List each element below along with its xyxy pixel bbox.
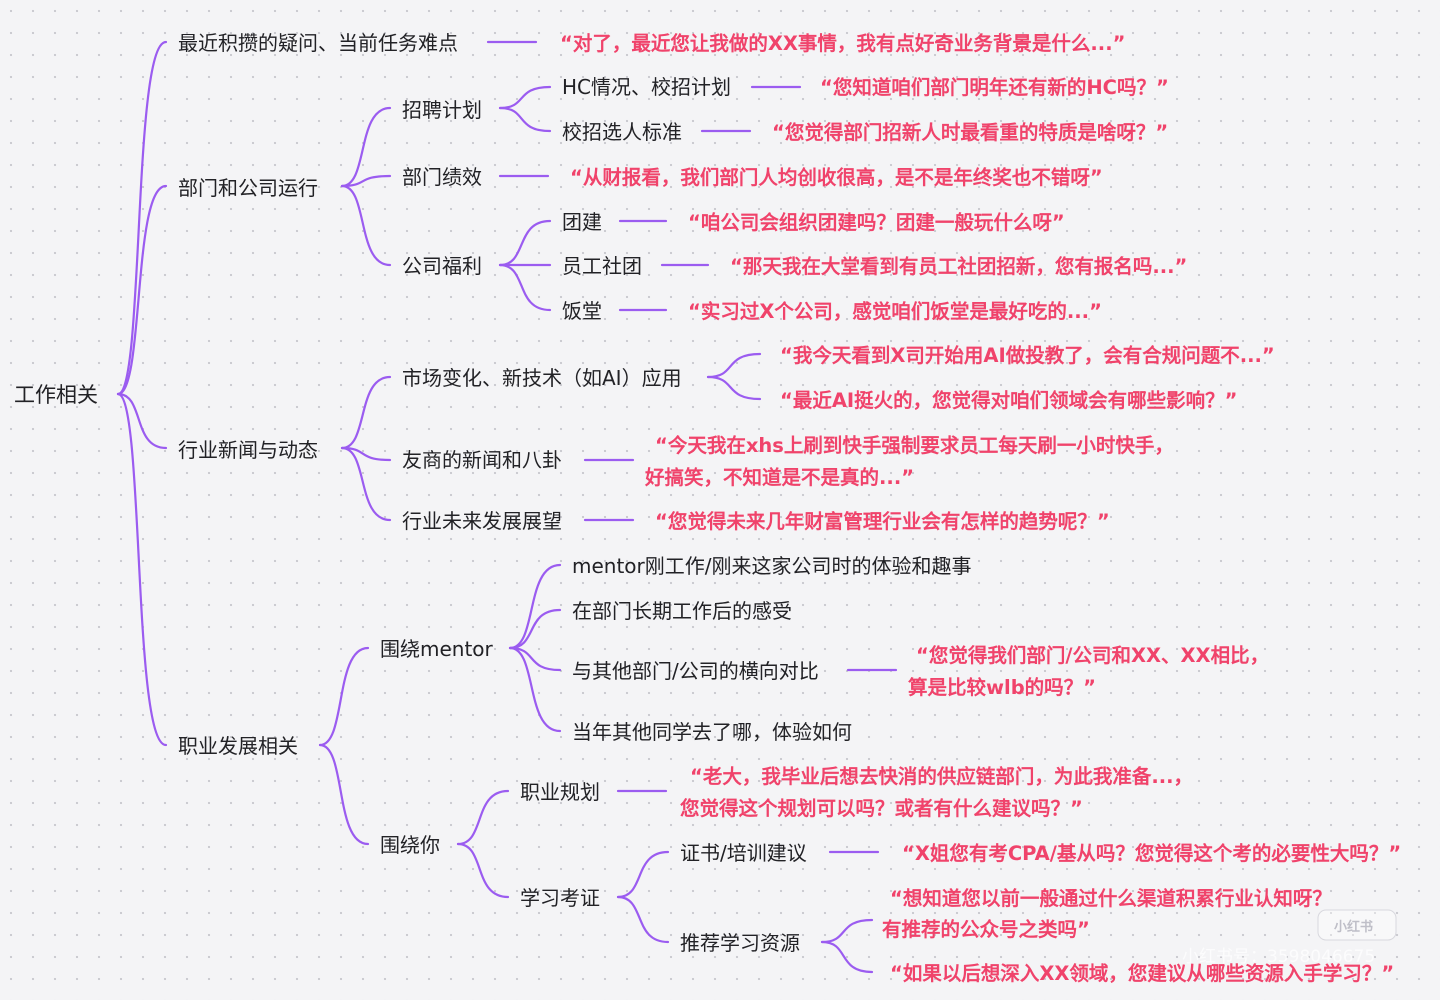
edge-industry-competitor [340,446,392,462]
quote-career-plan-line2: 您觉得这个规划可以吗？或者有什么建议吗？” [680,797,1083,820]
edge-you-study [456,842,510,899]
node-employee-clubs[interactable]: 员工社团 [562,254,642,278]
node-hiring-plan[interactable]: 招聘计划 [402,98,482,122]
node-around-mentor[interactable]: 围绕mentor [380,637,494,661]
quote-industry-trend: “您觉得未来几年财富管理行业会有怎样的趋势呢？” [655,510,1110,533]
edge-root-career [116,392,168,747]
branch-lines [116,40,874,974]
edge-study-cert [616,850,670,899]
edge-industry-future [340,446,392,522]
node-dept-performance[interactable]: 部门绩效 [402,165,482,189]
node-recent-questions[interactable]: 最近积攒的疑问、当前任务难点 [178,31,458,55]
edge-mentor-early [508,563,562,650]
edge-you-plan [456,789,510,846]
node-study-resources[interactable]: 推荐学习资源 [680,931,800,955]
quote-team-building: “咱公司会组织团建吗？团建一般玩什么呀” [688,211,1065,234]
quote-connectors [486,40,898,854]
edge-dept-welfare [340,184,392,267]
node-market-ai[interactable]: 市场变化、新技术（如AI）应用 [402,366,682,390]
edge-hiring-hc [498,85,552,110]
node-career-development[interactable]: 职业发展相关 [178,734,298,758]
edge-industry-market [340,375,392,450]
edge-mentor-long [508,608,562,650]
quote-bonus: “从财报看，我们部门人均创收很高，是不是年终奖也不错呀” [570,166,1103,189]
edge-root-recent [116,40,168,396]
edge-market-quote1 [706,352,762,379]
edge-dept-hiring [340,106,392,188]
watermark-badge [1317,909,1397,941]
node-competitor-news[interactable]: 友商的新闻和八卦 [402,448,562,472]
node-industry-future[interactable]: 行业未来发展展望 [402,509,562,533]
edge-welfare-canteen [498,263,552,312]
root-node[interactable]: 工作相关 [14,383,98,407]
edge-dept-performance [340,174,392,188]
node-around-you[interactable]: 围绕你 [380,833,440,857]
edge-resources-quote2 [820,940,874,974]
quote-ai-compliance: “我今天看到X司开始用AI做投教了，会有合规问题不...” [780,344,1275,367]
quote-resources-line1: “想知道您以前一般通过什么渠道积累行业认知呀？ [890,887,1332,910]
node-mentor-comparison[interactable]: 与其他部门/公司的横向对比 [572,659,819,683]
node-campus-criteria[interactable]: 校招选人标准 [562,120,682,144]
node-hc-campus[interactable]: HC情况、校招计划 [562,75,731,99]
node-cert-advice[interactable]: 证书/培训建议 [680,841,807,865]
node-mentor-long-term[interactable]: 在部门长期工作后的感受 [572,599,792,623]
quote-clubs: “那天我在大堂看到有员工社团招新，您有报名吗...” [730,255,1187,278]
watermark-badge-text: 小红书 [1334,919,1373,935]
quote-wlb-line1: “您觉得我们部门/公司和XX、XX相比， [916,644,1269,667]
node-study-exams[interactable]: 学习考证 [520,886,600,910]
quote-competitor-line2: 好搞笑，不知道是不是真的...” [644,466,914,489]
edge-root-dept [116,184,168,396]
edge-career-you [318,743,370,846]
quote-hiring-traits: “您觉得部门招新人时最看重的特质是啥呀？” [772,121,1168,144]
watermark-text: 小红书号：3598046675 [1182,947,1375,967]
quote-canteen: “实习过X个公司，感觉咱们饭堂是最好吃的...” [688,300,1102,323]
edge-study-resources [616,895,670,944]
edge-mentor-compare [508,646,562,672]
edge-mentor-classmates [508,646,562,733]
quote-resources-line2: 有推荐的公众号之类吗” [882,918,1090,941]
node-career-plan[interactable]: 职业规划 [520,780,600,804]
node-team-building[interactable]: 团建 [562,210,602,234]
quote-career-plan-line1: “老大，我毕业后想去快消的供应链部门，为此我准备...， [690,765,1193,788]
edge-market-quote2 [706,375,762,401]
node-industry-news[interactable]: 行业新闻与动态 [178,438,318,462]
node-company-welfare[interactable]: 公司福利 [402,254,482,278]
quote-business-background: “对了，最近您让我做的XX事情，我有点好奇业务背景是什么...” [560,32,1125,55]
node-mentor-classmates[interactable]: 当年其他同学去了哪，体验如何 [572,720,852,744]
edge-welfare-team [498,219,552,267]
quote-competitor-line1: “今天我在xhs上刷到快手强制要求员工每天刷一小时快手， [655,434,1174,457]
edge-career-mentor [318,646,370,747]
node-canteen[interactable]: 饭堂 [562,299,602,323]
node-dept-company-ops[interactable]: 部门和公司运行 [178,176,318,200]
quote-hc: “您知道咱们部门明年还有新的HC吗？” [820,76,1169,99]
quote-ai-impact: “最近AI挺火的，您觉得对咱们领域会有哪些影响？” [780,389,1237,412]
edge-resources-quote1 [820,918,874,944]
edge-root-industry [116,392,168,450]
quote-cpa: “X姐您有考CPA/基从吗？您觉得这个考的必要性大吗？” [902,842,1401,865]
edge-hiring-criteria [498,106,552,133]
quote-deep-dive: “如果以后想深入XX领域，您建议从哪些资源入手学习？” [890,962,1394,985]
quote-wlb-line2: 算是比较wlb的吗？” [908,676,1096,699]
node-mentor-early-experience[interactable]: mentor刚工作/刚来这家公司时的体验和趣事 [572,554,972,578]
